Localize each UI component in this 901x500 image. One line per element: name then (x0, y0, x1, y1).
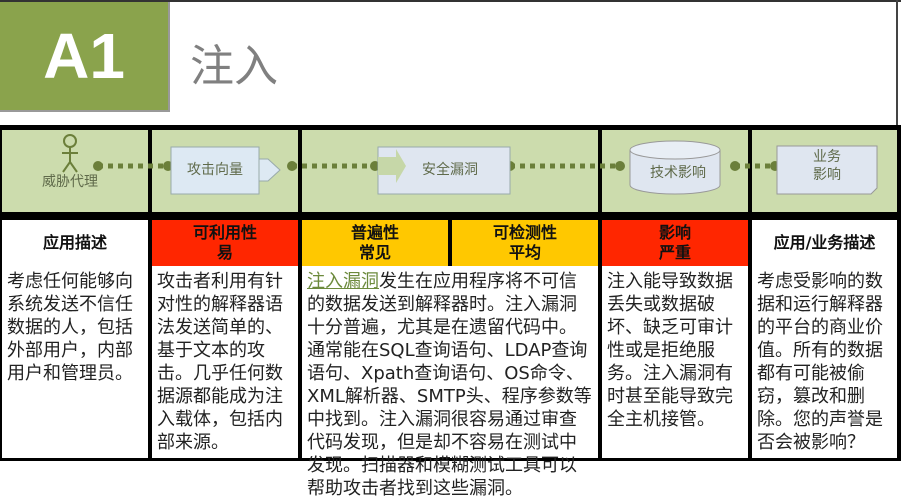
attack-vectors-text: 攻击者利用有针对性的解释器语法发送简单的、基于文本的攻击。几乎任何数据源都能成为… (152, 266, 298, 458)
page-title: 注入 (190, 41, 278, 92)
weakness-label: 安全漏洞 (422, 162, 478, 178)
risk-badge: A1 (0, 2, 170, 112)
right-border (896, 0, 898, 125)
attack-vector-label: 攻击向量 (187, 162, 243, 178)
person-icon (62, 134, 78, 173)
impact-rating: 影响严重 (602, 220, 748, 266)
injection-link[interactable]: 注入漏洞 (307, 271, 379, 292)
attack-vector-arrow-box (170, 146, 281, 195)
database-icon (629, 140, 721, 195)
threat-agents-text: 考虑任何能够向系统发送不信任数据的人，包括外部用户，内部用户和管理员。 (2, 266, 148, 458)
detectability-rating: 可检测性平均 (452, 220, 598, 266)
flow-diagram (62, 134, 878, 195)
risk-table: 威胁代理 攻击向量 安全漏洞 技术影响 业务影响 应用描述 可利用性易 普遍性常… (0, 125, 901, 499)
tech-impact-label: 技术影响 (650, 165, 706, 181)
exploitability-rating: 可利用性易 (152, 220, 298, 266)
prevalence-rating: 普遍性常见 (302, 220, 448, 266)
weakness-text: 注入漏洞发生在应用程序将不可信的数据发送到解释器时。注入漏洞十分普遍，尤其是在遗… (302, 266, 598, 499)
biz-impact-label: 业务影响 (813, 149, 841, 183)
threat-agent-label: 威胁代理 (42, 174, 98, 190)
top-border (0, 0, 901, 2)
app-desc-header: 应用描述 (2, 220, 148, 266)
tech-impacts-text: 注入能导致数据丢失或数据破坏、缺乏可审计性或是拒绝服务。注入漏洞有时甚至能导致完… (602, 266, 748, 458)
biz-impacts-text: 考虑受影响的数据和运行解释器的平台的商业价值。所有的数据都有可能被偷窃，篡改和删… (752, 266, 897, 458)
weakness-box (377, 146, 511, 195)
document-icon (776, 145, 878, 195)
biz-desc-header: 应用/业务描述 (752, 220, 897, 266)
